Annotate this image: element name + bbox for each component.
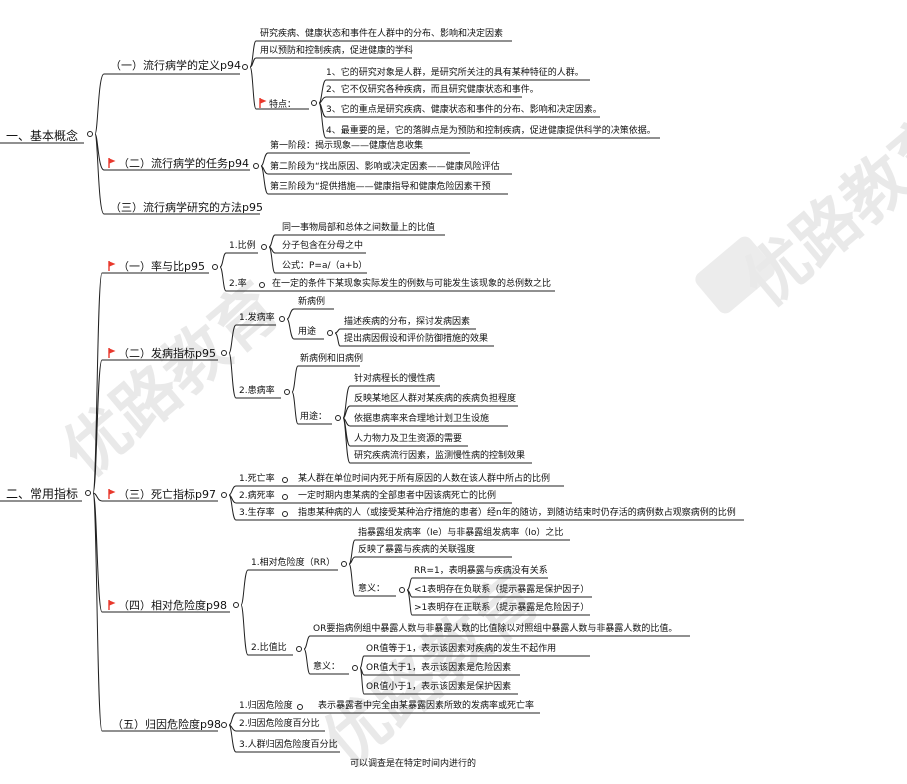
incidence-use-item[interactable]: 描述疾病的分布，探讨发病因素 xyxy=(344,317,471,327)
or-definition[interactable]: OR要指病例组中暴露人数与非暴露人数的比值除以对照组中暴露人数与非暴露人数的比值… xyxy=(313,624,678,634)
incidence-rate-node[interactable]: 1.发病率 xyxy=(239,313,275,323)
mortality-rate-text[interactable]: 某人群在单位时间内死于所有原因的人数在该人群中所占的比例 xyxy=(298,474,551,484)
subtopic-tasks[interactable]: （二）流行病学的任务p94 xyxy=(108,158,249,169)
proportion-node[interactable]: 1.比例 xyxy=(229,241,256,251)
case-fatality-label[interactable]: 2.病死率 xyxy=(239,491,275,501)
survival-rate-label[interactable]: 3.生存率 xyxy=(239,508,275,518)
subtopic-methods[interactable]: （三）流行病学研究的方法p95 xyxy=(110,201,263,214)
subtopic-tasks-label: （二）流行病学的任务p94 xyxy=(118,157,249,170)
prevalence-use-item[interactable]: 研究疾病流行因素，监测慢性病的控制效果 xyxy=(354,451,526,461)
incidence-use-item[interactable]: 提出病因假设和评价防御措施的效果 xyxy=(344,334,489,344)
prevalence-use-node[interactable]: 用途： xyxy=(300,412,328,422)
rr-item[interactable]: 指暴露组发病率（Ie）与非暴露组发病率（Io）之比 xyxy=(358,528,564,538)
topic-basic-concepts[interactable]: 一、基本概念 xyxy=(6,129,79,143)
red-flag-icon xyxy=(108,348,116,358)
or-meaning-node[interactable]: 意义： xyxy=(313,662,341,672)
or-meaning-item[interactable]: OR值大于1，表示该因素是危险因素 xyxy=(366,663,512,673)
features-node[interactable]: 特点： xyxy=(259,98,296,110)
topic-common-indicators[interactable]: 二、常用指标 xyxy=(6,487,79,501)
prevalence-use-item[interactable]: 针对病程长的慢性病 xyxy=(354,374,436,384)
rr-item[interactable]: 反映了暴露与疾病的关联强度 xyxy=(358,545,476,555)
feature-item[interactable]: 2、它不仅研究各种疾病，而且研究健康状态和事件。 xyxy=(326,85,539,95)
rr-node[interactable]: 1.相对危险度（RR） xyxy=(251,558,336,568)
par-percent-label[interactable]: 3.人群归因危险度百分比 xyxy=(239,740,338,750)
subtopic-mortality[interactable]: （三）死亡指标p97 xyxy=(108,489,216,500)
survival-rate-text[interactable]: 指患某种病的人（或接受某种治疗措施的患者）经n年的随访，到随访结束时仍存活的病例… xyxy=(298,508,736,518)
subtopic-rate-ratio[interactable]: （一）率与比p95 xyxy=(108,261,205,272)
definition-item[interactable]: 用以预防和控制疾病，促进健康的学科 xyxy=(260,46,414,56)
case-fatality-text[interactable]: 一定时期内患某病的全部患者中因该病死亡的比例 xyxy=(298,491,497,501)
red-flag-icon xyxy=(108,158,116,168)
red-flag-icon xyxy=(108,261,116,271)
or-meaning-item[interactable]: OR值小于1，表示该因素是保护因素 xyxy=(366,682,512,692)
incidence-use-node[interactable]: 用途 xyxy=(298,327,317,337)
task-item[interactable]: 第一阶段：揭示现象——健康信息收集 xyxy=(270,141,424,151)
incidence-new-cases[interactable]: 新病例 xyxy=(298,297,326,307)
subtopic-relative-risk-label: （四）相对危险度p98 xyxy=(118,599,227,612)
task-item[interactable]: 第二阶段为“找出原因、影响或决定因素——健康风险评估 xyxy=(270,162,500,172)
mindmap-connectors xyxy=(0,40,744,753)
red-flag-icon xyxy=(108,489,116,499)
rate-node[interactable]: 2.率 xyxy=(229,279,247,289)
subtopic-relative-risk[interactable]: （四）相对危险度p98 xyxy=(108,600,227,611)
subtopic-attributable-risk[interactable]: （五）归因危险度p98 xyxy=(112,718,221,731)
prevalence-node[interactable]: 2.患病率 xyxy=(239,386,275,396)
rate-definition[interactable]: 在一定的条件下某现象实际发生的例数与可能发生该现象的总例数之比 xyxy=(272,279,552,289)
prevalence-cases[interactable]: 新病例和旧病例 xyxy=(300,354,364,364)
rr-meaning-item[interactable]: <1表明存在负联系（提示暴露是保护因子） xyxy=(414,585,590,595)
features-label: 特点： xyxy=(269,100,297,110)
rr-meaning-node[interactable]: 意义： xyxy=(358,584,386,594)
or-meaning-item[interactable]: OR值等于1，表示该因素对疾病的发生不起作用 xyxy=(366,644,557,654)
subtopic-mortality-label: （三）死亡指标p97 xyxy=(118,488,216,501)
subtopic-rate-ratio-label: （一）率与比p95 xyxy=(118,260,205,273)
ar-percent-label[interactable]: 2.归因危险度百分比 xyxy=(239,719,320,729)
task-item[interactable]: 第三阶段为“提供措施——健康指导和健康危险因素干预 xyxy=(270,182,491,192)
mortality-rate-label[interactable]: 1.死亡率 xyxy=(239,474,275,484)
prevalence-use-item[interactable]: 依据患病率来合理地计划卫生设施 xyxy=(354,414,490,424)
red-flag-icon xyxy=(259,98,267,108)
rr-meaning-item[interactable]: >1表明存在正联系（提示暴露是危险因子） xyxy=(414,603,590,613)
red-flag-icon xyxy=(108,600,116,610)
feature-item[interactable]: 4、最重要的是，它的落脚点是为预防和控制疾病，促进健康提供科学的决策依据。 xyxy=(326,126,656,136)
rr-meaning-item[interactable]: RR=1，表明暴露与疾病没有关系 xyxy=(414,566,548,576)
subtopic-incidence[interactable]: （二）发病指标p95 xyxy=(108,348,216,359)
definition-item[interactable]: 研究疾病、健康状态和事件在人群中的分布、影响和决定因素 xyxy=(260,29,504,39)
feature-item[interactable]: 1、它的研究对象是人群，是研究所关注的具有某种特征的人群。 xyxy=(326,68,584,78)
cutoff-text: 可以调查是在特定时间内进行的 xyxy=(350,759,477,769)
feature-item[interactable]: 3、它的重点是研究疾病、健康状态和事件的分布、影响和决定因素。 xyxy=(326,105,602,115)
subtopic-incidence-label: （二）发病指标p95 xyxy=(118,347,216,360)
ar-label[interactable]: 1.归因危险度 xyxy=(239,701,293,711)
prevalence-use-item[interactable]: 反映某地区人群对某疾病的疾病负担程度 xyxy=(354,394,517,404)
proportion-item[interactable]: 同一事物局部和总体之间数量上的比值 xyxy=(282,223,436,233)
proportion-item[interactable]: 公式：P=a/（a+b） xyxy=(282,261,368,271)
subtopic-definition[interactable]: （一）流行病学的定义p94 xyxy=(110,59,241,72)
prevalence-use-item[interactable]: 人力物力及卫生资源的需要 xyxy=(354,434,463,444)
ar-text[interactable]: 表示暴露者中完全由某暴露因素所致的发病率或死亡率 xyxy=(318,701,535,711)
proportion-item[interactable]: 分子包含在分母之中 xyxy=(282,241,364,251)
or-node[interactable]: 2.比值比 xyxy=(251,643,287,653)
